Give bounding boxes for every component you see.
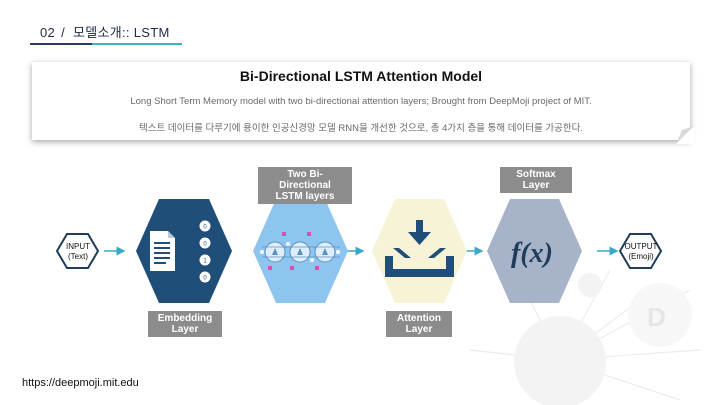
node-value: 0 (203, 276, 207, 282)
banner-card (32, 62, 690, 140)
header-underline-teal (92, 43, 182, 45)
banner-description-en: Long Short Term Memory model with two bi… (130, 96, 592, 107)
embedding-label-line2: Layer (171, 324, 199, 335)
lstm-label-line2: LSTM layers (275, 191, 335, 202)
section-number: 02 (40, 25, 56, 40)
node-value: 0 (203, 225, 207, 231)
one-hot-vector: 0 0 1 0 (199, 220, 211, 283)
softmax-hexagon: f(x) (487, 199, 582, 303)
embedding-layer-label: Embedding Layer (148, 311, 222, 337)
embedding-label-line1: Embedding (157, 313, 213, 324)
lstm-label-line1: Two Bi-Directional (279, 169, 331, 191)
document-icon (150, 231, 175, 271)
attention-hexagon (372, 199, 467, 303)
lstm-layer-label: Two Bi-Directional LSTM layers (258, 167, 352, 204)
input-node: INPUT (Text) (55, 233, 100, 269)
page-curl-icon (676, 126, 694, 144)
source-url[interactable]: https://deepmoji.mit.edu (22, 377, 139, 389)
output-node: OUTPUT (Emoji) (618, 233, 663, 269)
attention-label-line2: Layer (405, 324, 433, 335)
attention-layer-label: Attention Layer (386, 311, 452, 337)
banner-title: Bi-Directional LSTM Attention Model (239, 68, 483, 84)
softmax-layer-label: Softmax Layer (500, 167, 572, 193)
softmax-label-line2: Layer (522, 180, 550, 191)
section-title-text: 모델소개:: LSTM (72, 25, 170, 40)
inbox-download-icon (385, 220, 454, 277)
svg-text:D: D (647, 302, 666, 332)
output-sublabel: (Emoji) (628, 252, 654, 261)
section-title: 02 / 모델소개:: LSTM (40, 22, 170, 41)
section-slash: / (61, 25, 65, 40)
node-value: 1 (203, 259, 207, 265)
header-underline-dark (30, 43, 92, 45)
lstm-cell-icon (260, 232, 340, 270)
banner-description-ko: 텍스트 데이터를 다루기에 용이한 인공신경망 모델 RNN을 개선한 것으로,… (139, 123, 583, 134)
input-sublabel: (Text) (68, 252, 88, 261)
lstm-hexagon (253, 199, 348, 303)
function-fx-icon: f(x) (511, 238, 553, 269)
output-label: OUTPUT (625, 242, 658, 251)
embedding-hexagon: 0 0 1 0 (136, 199, 232, 303)
attention-label-line1: Attention (397, 313, 441, 324)
softmax-label-line1: Softmax (516, 169, 556, 180)
node-value: 0 (203, 242, 207, 248)
input-label: INPUT (66, 242, 90, 251)
